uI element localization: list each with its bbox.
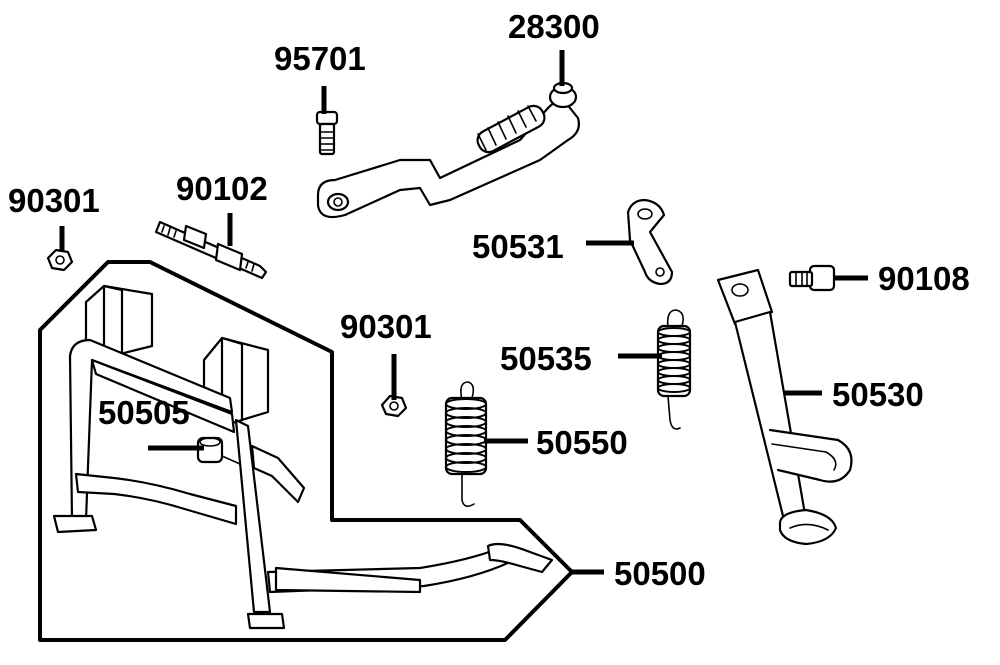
bolt-90108 (788, 264, 836, 292)
label-90301-left: 90301 (8, 182, 100, 219)
kick-starter-lever (316, 81, 580, 219)
spring-50535 (656, 309, 692, 430)
label-90301-mid: 90301 (340, 308, 432, 345)
nut-90301-left (46, 248, 74, 272)
main-stand-group-outline (38, 260, 574, 642)
label-50550: 50550 (536, 424, 628, 461)
label-90102: 90102 (176, 170, 268, 207)
stud-bolt-90102 (154, 220, 268, 280)
bushing-50505 (196, 436, 241, 465)
side-stand-50530 (716, 268, 853, 546)
leader-lines (59, 50, 868, 575)
label-90108: 90108 (878, 260, 970, 297)
bolt-95701 (315, 110, 339, 156)
label-28300: 28300 (508, 8, 600, 45)
spring-50550 (444, 381, 488, 508)
main-stand-50500 (52, 284, 554, 630)
label-50535: 50535 (500, 340, 592, 377)
label-95701: 95701 (274, 40, 366, 77)
nut-90301-mid (380, 394, 408, 418)
label-50531: 50531 (472, 228, 564, 265)
label-50530: 50530 (832, 376, 924, 413)
label-50500: 50500 (614, 555, 706, 592)
side-stand-plate (626, 198, 674, 286)
label-50505: 50505 (98, 394, 190, 431)
